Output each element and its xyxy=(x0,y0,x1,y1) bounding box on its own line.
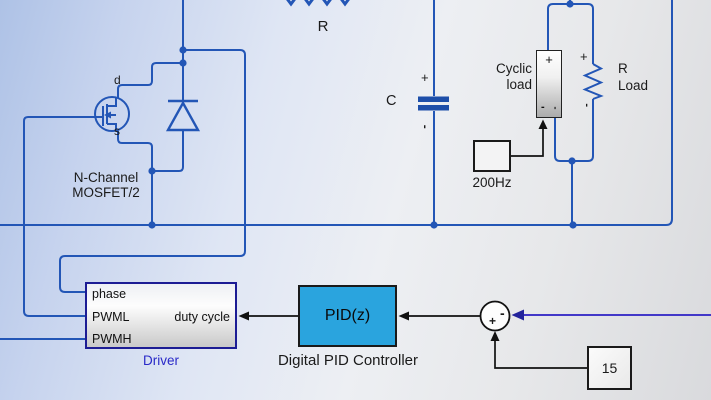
phase-wire xyxy=(59,49,246,293)
driver-port-pwml: PWML xyxy=(92,310,130,324)
driver-port-phase: phase xyxy=(92,287,127,301)
pid-block-label: Digital PID Controller xyxy=(277,352,419,369)
feedback-wire[interactable] xyxy=(511,309,711,321)
mosfet-source-label: s xyxy=(114,124,120,138)
cyclic-load-block[interactable]: + - - xyxy=(536,50,562,118)
resistor-top-symbol[interactable] xyxy=(282,0,354,7)
capacitor-plate-bottom xyxy=(418,105,449,111)
sum-minus-sign: - xyxy=(500,305,505,321)
mosfet-symbol[interactable] xyxy=(94,96,130,132)
capacitor-minus-tick: - xyxy=(418,124,433,129)
gate-to-pwml-wire xyxy=(23,116,96,317)
pulse-generator-label: 200Hz xyxy=(472,175,512,190)
bus-wire[interactable] xyxy=(0,0,673,226)
capacitor-label: C xyxy=(386,93,397,109)
pid-block[interactable]: PID(z) xyxy=(298,285,397,347)
rload-label: R Load xyxy=(618,61,649,93)
sum-to-pid-wire[interactable] xyxy=(398,311,481,321)
cyclic-minus-sign: - xyxy=(541,101,545,113)
mosfet-block-label: N-Channel MOSFET/2 xyxy=(72,170,140,200)
mosfet-drain-label: d xyxy=(114,73,121,87)
capacitor-plate-top xyxy=(418,96,449,102)
diode-symbol[interactable] xyxy=(165,99,201,132)
driver-block-label: Driver xyxy=(143,353,179,368)
pulse-to-cyclic-wire[interactable] xyxy=(511,119,548,157)
capacitor-plus-sign: + xyxy=(421,70,429,85)
resistor-top-label: R xyxy=(317,18,329,35)
driver-port-duty-cycle: duty cycle xyxy=(174,310,230,324)
capacitor-branch[interactable] xyxy=(418,0,449,225)
driver-block[interactable]: phase PWML PWMH duty cycle xyxy=(85,282,237,349)
drain-wire xyxy=(117,62,183,98)
pulse-generator-block[interactable] xyxy=(473,140,511,172)
driver-port-pwmh: PWMH xyxy=(92,332,132,346)
cyclic-plus-sign: + xyxy=(545,52,553,67)
rload-plus-sign: + xyxy=(580,49,588,64)
pid-block-text: PID(z) xyxy=(324,307,371,324)
constant-value: 15 xyxy=(601,360,618,376)
rload-minus-tick: - xyxy=(580,103,593,107)
pid-to-driver-wire[interactable] xyxy=(238,311,299,321)
mosfet-arrow xyxy=(104,111,111,119)
source-wire xyxy=(117,131,153,225)
junction-dots xyxy=(148,0,577,229)
cyclic-load-label: Cyclic load xyxy=(496,61,532,92)
constant-block[interactable]: 15 xyxy=(587,346,632,390)
constant-to-sum-wire[interactable] xyxy=(490,331,588,369)
sum-block[interactable] xyxy=(479,300,511,332)
cyclic-minus-tick: - xyxy=(550,106,561,110)
sum-plus-sign: + xyxy=(489,314,497,328)
rload-resistor-symbol xyxy=(582,63,604,100)
diode-anode-wire xyxy=(152,130,184,172)
load-branch-wires[interactable] xyxy=(547,0,604,225)
